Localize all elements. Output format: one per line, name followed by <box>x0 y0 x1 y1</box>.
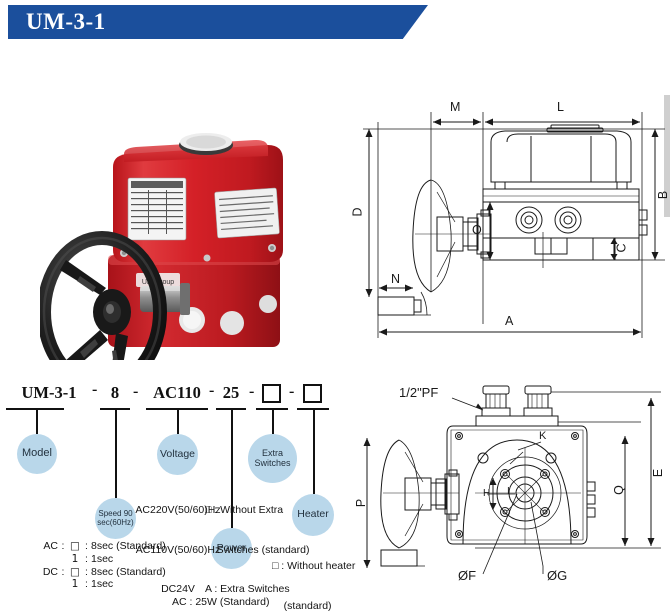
speed-options-table: AC : □ : 8sec (Standard) 1 : 1sec DC : □… <box>36 540 166 591</box>
dim-label-phi-F: ØF <box>458 568 477 583</box>
leader-voltage <box>177 408 179 434</box>
code-segment-model: UM-3-1 <box>21 383 77 402</box>
dim-label-D: D <box>350 207 365 217</box>
speed-row-1-colon2: : <box>85 552 88 565</box>
speed-row-2-colon1: : <box>61 565 65 578</box>
dim-label-L: L <box>557 100 564 114</box>
callout-label-extra-l1: Extra <box>261 448 283 459</box>
speed-row-2-code: □ <box>70 565 80 578</box>
code-box-extra-switches[interactable] <box>262 384 281 403</box>
plan-view-drawing: 1/2"PF P Q E K I H ØF ØG <box>354 378 672 616</box>
callout-label-power: Power <box>216 541 247 554</box>
leader-power <box>231 408 233 528</box>
leader-extra-switches <box>272 408 274 434</box>
speed-row-2-prefix: DC <box>42 565 58 578</box>
speed-row-3-desc: 1sec <box>91 578 114 591</box>
dim-label-O: O <box>472 223 482 237</box>
dim-label-C: C <box>614 243 629 253</box>
speed-row-1-desc: 1sec <box>91 552 114 565</box>
code-segment-voltage: AC110 <box>153 383 201 402</box>
dim-label-M: M <box>450 100 461 114</box>
callout-bubble-speed[interactable]: Speed 90 sec(60Hz) <box>95 498 136 539</box>
extra-switches-option-1: Switches (standard) <box>205 543 310 556</box>
callout-bubble-power[interactable]: Power <box>211 528 252 569</box>
conduit-label: 1/2"PF <box>399 385 439 400</box>
header-band <box>8 5 428 39</box>
code-dash-2: - <box>133 383 139 400</box>
code-segment-speed: 8 <box>110 383 120 402</box>
actuator-housing <box>113 133 283 262</box>
leader-model <box>36 408 38 434</box>
leader-heater <box>313 408 315 494</box>
leader-speed <box>115 408 117 498</box>
speed-row-1-code: 1 <box>71 552 79 565</box>
callout-label-speed-l1: Speed 90 <box>98 509 133 519</box>
speed-row-1-colon1 <box>58 553 68 566</box>
callout-label-speed-l2: sec(60Hz) <box>97 517 134 527</box>
dim-label-B: B <box>656 190 671 200</box>
product-photo: UM Group <box>37 90 340 393</box>
dim-label-N: N <box>391 272 401 286</box>
callout-bubble-heater[interactable]: Heater <box>292 494 334 536</box>
code-segment-power: 25 <box>222 383 240 402</box>
speed-row-3-prefix <box>36 578 58 591</box>
speed-row-3-code: 1 <box>71 578 79 591</box>
dim-label-Q: Q <box>611 485 626 495</box>
voltage-options: AC220V(50/60)Hz AC110V(50/60)Hz DC24V <box>108 478 248 616</box>
code-dash-3: - <box>209 382 215 399</box>
callout-label-model: Model <box>22 447 52 460</box>
code-dash-5: - <box>289 383 295 400</box>
power-options: AC : 25W (Standard) 40W 60W DC : 30W <box>172 570 302 616</box>
dim-label-A: A <box>505 314 514 328</box>
code-dash-4: - <box>249 383 255 400</box>
speed-row-2-desc: 8sec (Standard) <box>91 565 166 578</box>
extra-switches-option-0: □ : Without Extra <box>205 504 284 517</box>
callout-bubble-model[interactable]: Model <box>17 434 57 474</box>
speed-row-3-colon2: : <box>85 578 88 591</box>
extra-switches-option-2: A : Extra Switches <box>205 583 290 595</box>
actuator-base: UM Group <box>108 255 280 347</box>
heater-option-0: □ : Without heater <box>272 560 356 573</box>
dim-label-E: E <box>651 468 666 478</box>
speed-row-0-prefix: AC <box>43 540 58 552</box>
speed-row-0-colon1: : <box>61 540 65 552</box>
speed-row-1-prefix <box>36 553 58 566</box>
code-box-heater[interactable] <box>303 384 322 403</box>
heater-option-1: (standard) <box>272 599 332 612</box>
dim-label-I: I <box>507 486 510 497</box>
voltage-option-1: AC110V(50/60)Hz <box>135 543 221 556</box>
voltage-option-0: AC220V(50/60)Hz <box>135 504 221 517</box>
voltage-option-2: DC24V <box>161 583 195 595</box>
speed-row-0-desc: 8sec (Standard) <box>91 540 166 552</box>
speed-row-0-colon2: : <box>85 540 88 552</box>
dim-label-H: H <box>483 488 491 499</box>
page-title: UM-3-1 <box>26 9 106 34</box>
right-edge-strip <box>664 95 670 217</box>
callout-label-voltage: Voltage <box>159 447 196 460</box>
callout-bubble-voltage[interactable]: Voltage <box>157 434 198 475</box>
speed-row-2-colon2: : <box>85 565 88 578</box>
dim-label-P: P <box>354 498 369 508</box>
dim-label-phi-G: ØG <box>547 568 568 583</box>
code-underline-model <box>6 408 64 410</box>
model-code-row: UM-3-1 - 8 - AC110 - 25 - - <box>0 378 350 412</box>
callout-bubble-extra-switches[interactable]: Extra Switches <box>248 434 297 483</box>
extra-switches-options: □ : Without Extra Switches (standard) A … <box>205 478 335 616</box>
front-elevation-drawing: M L D B N O C A <box>351 92 672 357</box>
speed-row-3-colon1 <box>58 578 68 591</box>
heater-options: □ : Without heater (standard) H : Heater <box>272 534 392 616</box>
power-option-0: AC : 25W (Standard) <box>172 596 270 609</box>
callout-label-extra-l2: Switches <box>254 457 291 468</box>
callout-label-heater: Heater <box>297 508 329 521</box>
speed-row-0-code: □ <box>70 540 80 552</box>
dim-label-K: K <box>539 430 547 442</box>
code-dash-1: - <box>92 381 98 398</box>
